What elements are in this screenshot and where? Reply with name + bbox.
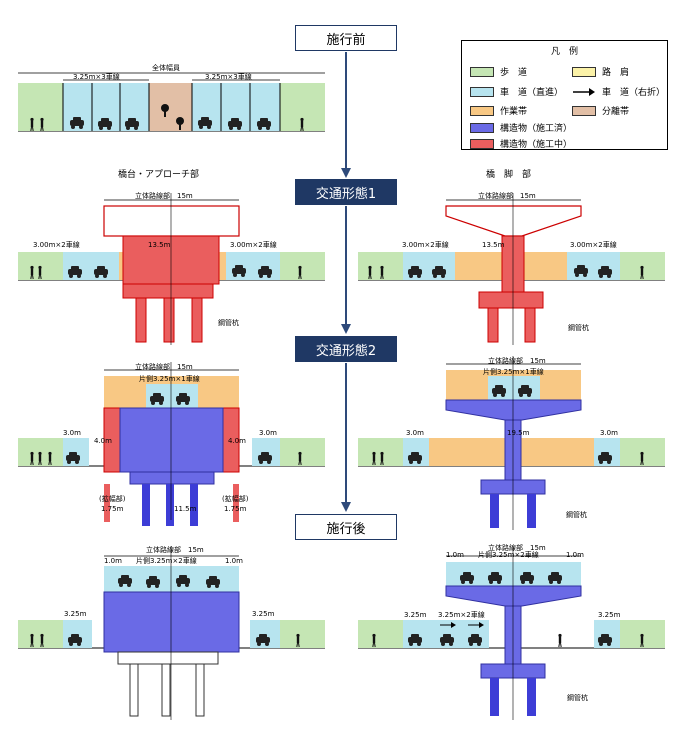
legend-item-lane-straight: 車 道（直進） xyxy=(470,85,563,98)
dim-w115: 11.5m xyxy=(174,505,197,513)
legend-label-shoulder: 路 肩 xyxy=(602,68,630,78)
dim-w10-afl-right: 1.0m xyxy=(225,557,243,565)
stage-after-box: 施行後 xyxy=(295,514,397,540)
legend-item-work-zone: 作業帯 xyxy=(470,104,527,117)
section-title-pier: 橋 脚 部 xyxy=(486,170,532,180)
legend-swatch-sidewalk xyxy=(470,66,494,77)
stage-after-label: 施行後 xyxy=(326,521,366,537)
legend-label-lane-right: 車 道（右折） xyxy=(602,88,666,98)
stage-phase1-label: 交通形態1 xyxy=(315,186,377,202)
dim-width-p1r: 13.5m xyxy=(482,241,505,249)
legend-item-median: 分離帯 xyxy=(572,104,629,117)
dim-overpass-afr: 立体路線部 15m xyxy=(488,544,546,552)
legend-item-structure-wip: 構造物（施工中） xyxy=(470,137,572,150)
dim-lane-p1l-right: 3.00m×2車線 xyxy=(230,241,277,249)
legend-label-structure-wip: 構造物（施工中） xyxy=(500,140,573,150)
dim-lane-p1r-right: 3.00m×2車線 xyxy=(570,241,617,249)
section-title-abutment: 橋台・アプローチ部 xyxy=(118,170,200,180)
dim-width-p1l: 13.5m xyxy=(148,241,171,249)
section-phase1-abutment xyxy=(18,193,325,345)
pile-label-p1r: 鋼管杭 xyxy=(568,324,589,332)
stage-before-label: 施行前 xyxy=(326,32,366,48)
dim-w325-afr-right: 3.25m xyxy=(598,611,621,619)
dim-oneside-afl: 片側3.25m×2車線 xyxy=(136,557,197,565)
legend-swatch-shoulder xyxy=(572,66,596,77)
dim-w40-p2l-left: 4.0m xyxy=(94,437,112,445)
dim-w30-p2r-left: 3.0m xyxy=(406,429,424,437)
dim-lane-325x2-afr: 3.25m×2車線 xyxy=(438,611,485,619)
legend-label-median: 分離帯 xyxy=(602,107,630,117)
legend-label-sidewalk: 歩 道 xyxy=(500,68,528,78)
dim-oneside-p2l: 片側3.25m×1車線 xyxy=(139,375,200,383)
legend-label-structure-done: 構造物（施工済） xyxy=(500,124,573,134)
stage-before-box: 施行前 xyxy=(295,25,397,51)
section-phase2-pier xyxy=(358,356,665,530)
dim-w10-afl-left: 1.0m xyxy=(104,557,122,565)
section-after-abutment xyxy=(18,546,325,720)
dim-oneside-p2r: 片側3.25m×1車線 xyxy=(483,368,544,376)
legend-swatch-lane-straight xyxy=(470,86,494,97)
legend-swatch-structure-done xyxy=(470,122,494,133)
legend-label-work-zone: 作業帯 xyxy=(500,107,528,117)
widen-label-left: (拡幅部) xyxy=(99,495,126,503)
stage-phase1-box: 交通形態1 xyxy=(295,179,397,205)
dim-w30-p2r-right: 3.0m xyxy=(600,429,618,437)
pile-label-p2r: 鋼管杭 xyxy=(566,511,587,519)
section-phase1-pier xyxy=(358,193,665,345)
right-arrow-icon xyxy=(573,87,595,96)
dim-lane-right-before: 3.25m×3車線 xyxy=(205,73,252,81)
section-phase2-abutment xyxy=(18,362,325,526)
widen-label-right: (拡幅部) xyxy=(222,495,249,503)
dim-w325-afl-right: 3.25m xyxy=(252,610,275,618)
dim-w40-p2l-right: 4.0m xyxy=(228,437,246,445)
section-after-pier xyxy=(358,546,665,720)
dim-total-width: 全体幅員 xyxy=(152,64,180,72)
dim-lane-p1l-left: 3.00m×2車線 xyxy=(33,241,80,249)
dim-overpass-p2l: 立体路線部 15m xyxy=(135,363,193,371)
dim-w10-afr-right: 1.0m xyxy=(566,551,584,559)
dim-w10-afr-left: 1.0m xyxy=(446,551,464,559)
pile-label-p1l: 鋼管杭 xyxy=(218,319,239,327)
legend-item-sidewalk: 歩 道 xyxy=(470,65,527,78)
dim-overpass-p1l: 立体路線部 15m xyxy=(135,192,193,200)
pile-label-afr: 鋼管杭 xyxy=(567,694,588,702)
legend-item-lane-right: 車 道（右折） xyxy=(572,85,665,98)
section-before xyxy=(18,72,325,132)
stage-phase2-label: 交通形態2 xyxy=(315,343,377,359)
dim-w325-afl-left: 3.25m xyxy=(64,610,87,618)
legend-swatch-median xyxy=(572,105,596,116)
legend-label-lane-straight: 車 道（直進） xyxy=(500,88,564,98)
dim-w175-left: 1.75m xyxy=(101,505,124,513)
dim-w30-p2l-right: 3.0m xyxy=(259,429,277,437)
dim-lane-p1r-left: 3.00m×2車線 xyxy=(402,241,449,249)
legend-swatch-work-zone xyxy=(470,105,494,116)
stage-flow-arrow xyxy=(341,52,351,512)
stage-phase2-box: 交通形態2 xyxy=(295,336,397,362)
legend-item-structure-done: 構造物（施工済） xyxy=(470,121,572,134)
dim-overpass-p2r: 立体路線部 15m xyxy=(488,357,546,365)
dim-w30-p2l-left: 3.0m xyxy=(63,429,81,437)
dim-oneside-afr: 片側3.25m×2車線 xyxy=(478,551,539,559)
dim-w195: 19.5m xyxy=(507,429,530,437)
dim-overpass-afl: 立体路線部 15m xyxy=(146,546,204,554)
legend-title: 凡 例 xyxy=(550,47,578,57)
legend-item-shoulder: 路 肩 xyxy=(572,65,629,78)
legend-box: 凡 例 歩 道 路 肩 車 道（直進） 車 道（右折） 作業帯 分離帯 構造物（… xyxy=(461,40,668,150)
dim-overpass-p1r: 立体路線部 15m xyxy=(478,192,536,200)
dim-w325-afr-left: 3.25m xyxy=(404,611,427,619)
legend-swatch-structure-wip xyxy=(470,138,494,149)
dim-w175-right: 1.75m xyxy=(224,505,247,513)
dim-lane-left-before: 3.25m×3車線 xyxy=(73,73,120,81)
